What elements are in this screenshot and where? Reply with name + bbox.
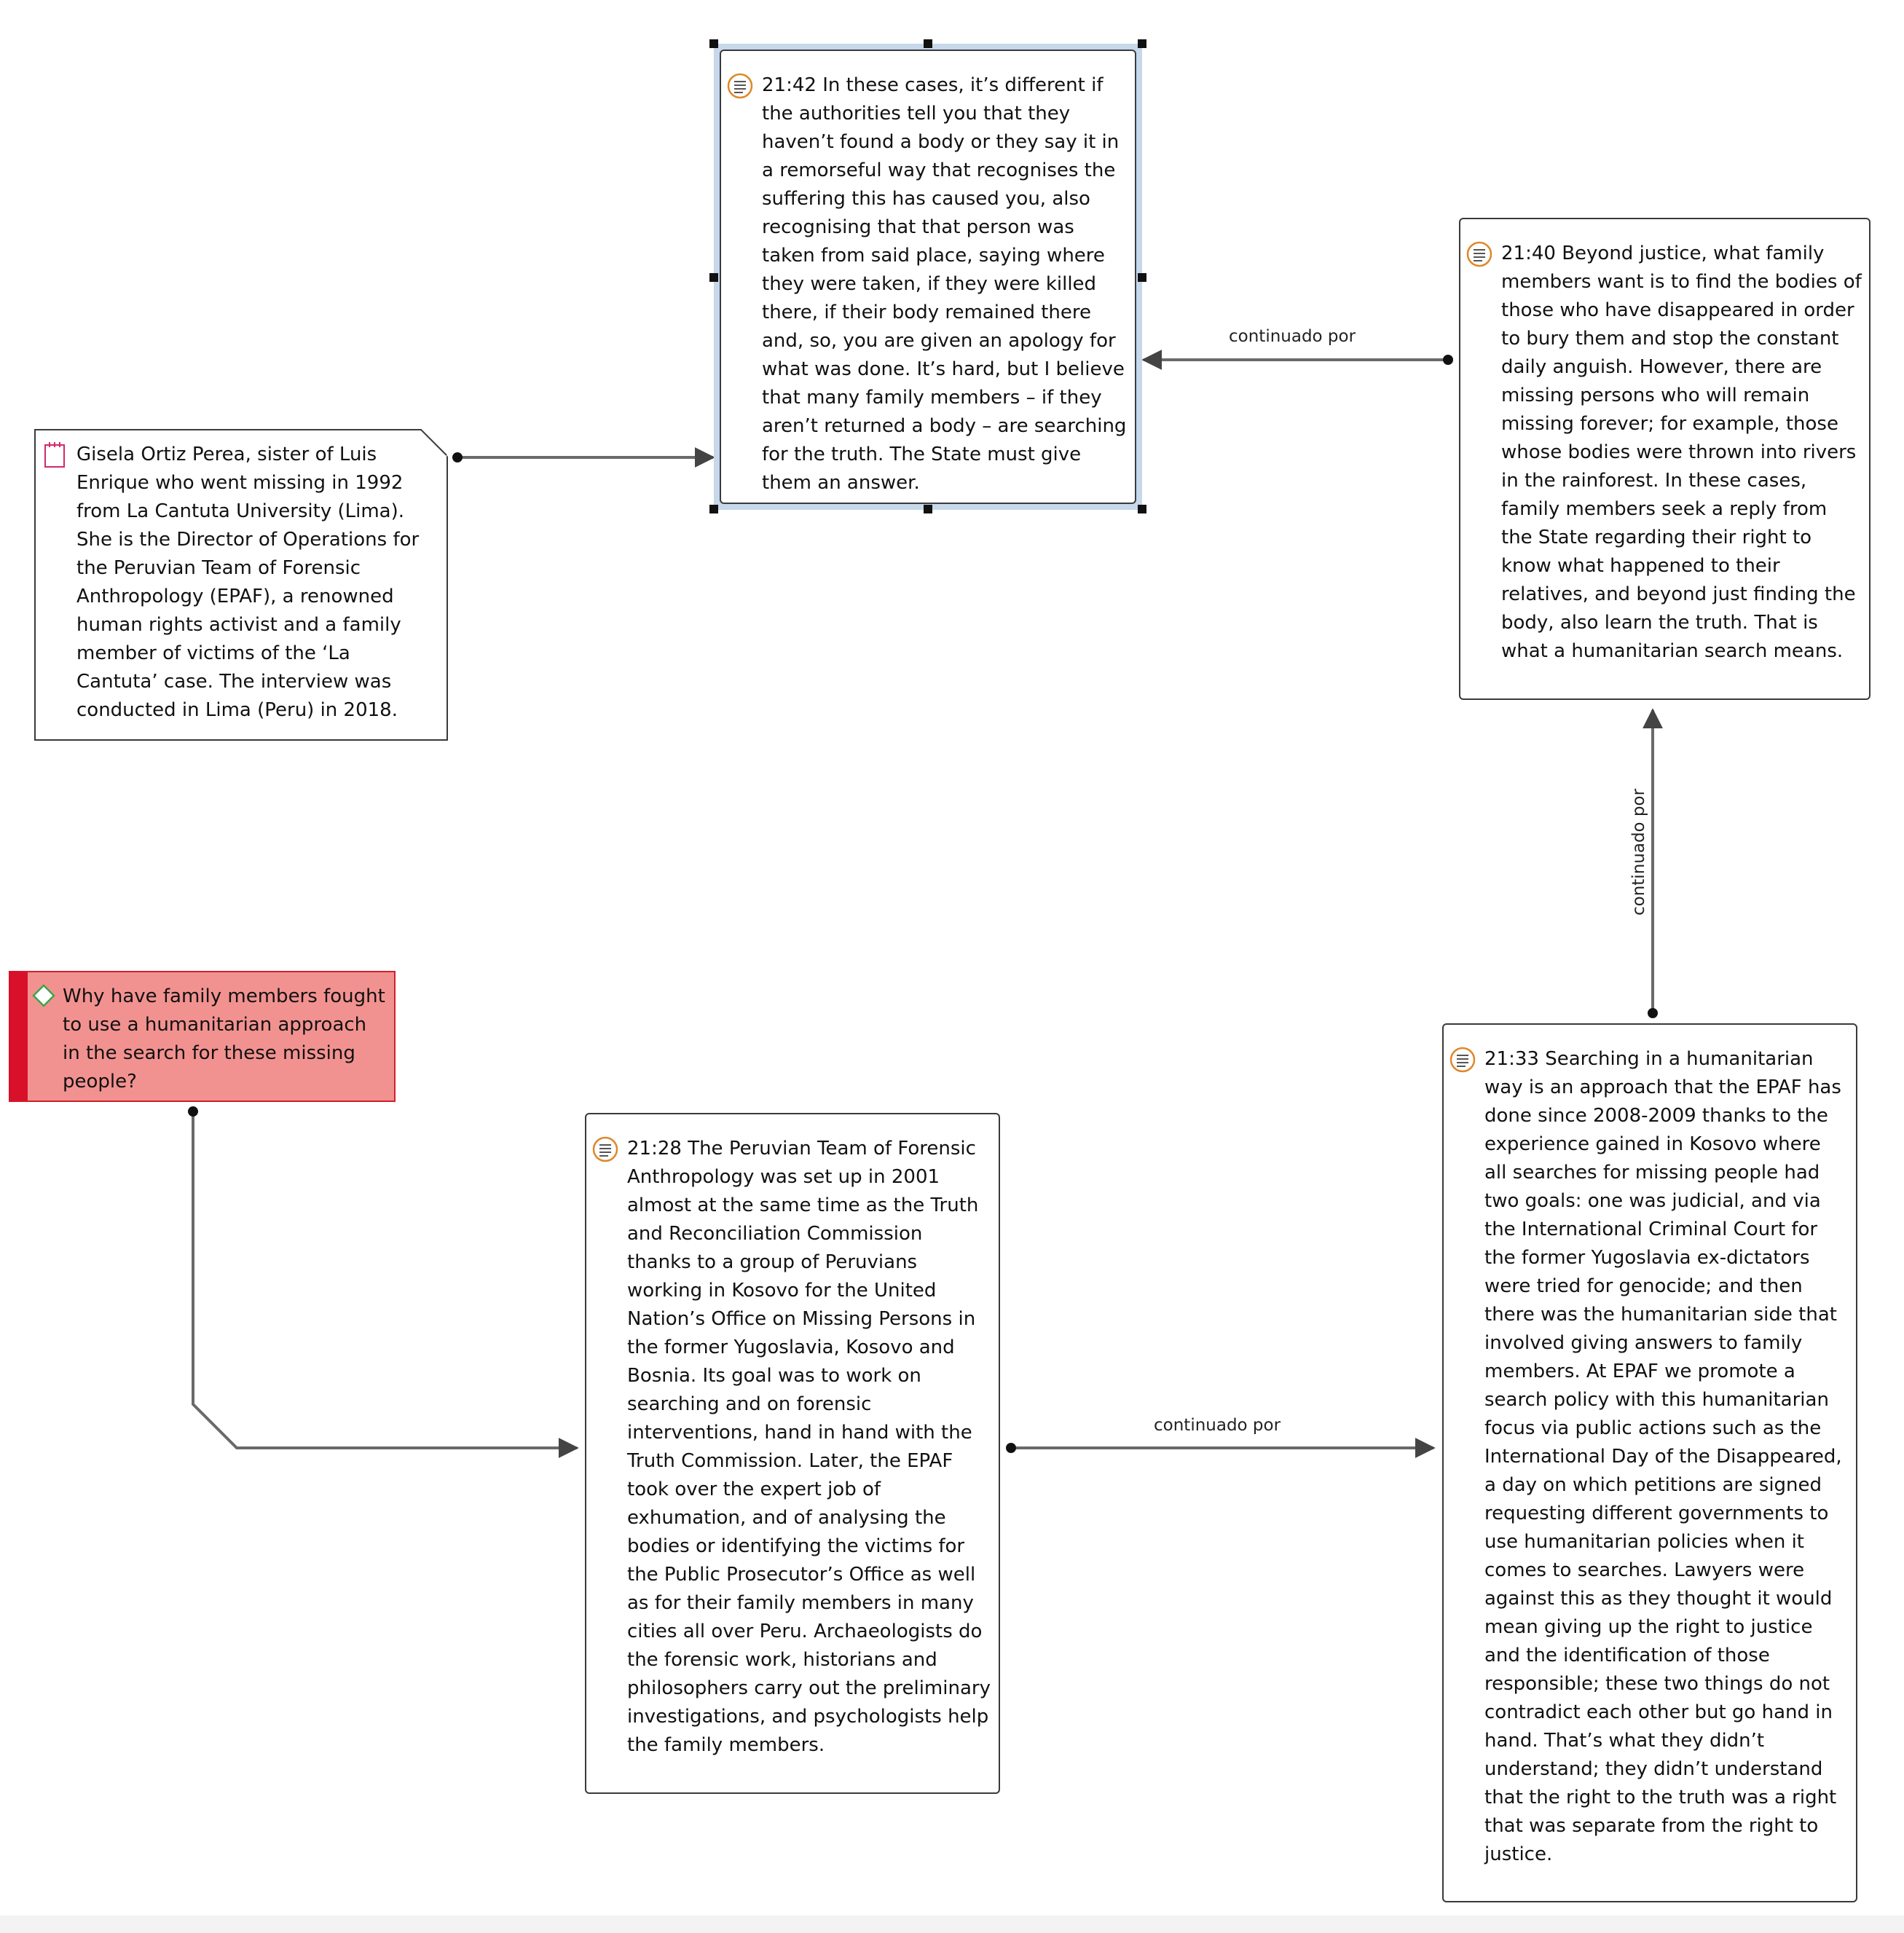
memo-node-gisela[interactable]: Gisela Ortiz Perea, sister of Luis Enriq… <box>34 429 448 741</box>
link-code-to-quote-2128[interactable] <box>188 1106 579 1458</box>
quotation-icon <box>727 73 753 99</box>
code-text: Why have family members fought to use a … <box>63 985 385 1093</box>
resize-handle-se[interactable] <box>1138 505 1146 513</box>
quotation-text: 21:40 Beyond justice, what family member… <box>1501 243 1862 662</box>
resize-handle-w[interactable] <box>709 273 718 282</box>
link-quote-2128-to-quote-2133[interactable] <box>1006 1438 1436 1458</box>
link-label-2140-2142: continuado por <box>1229 327 1356 346</box>
link-memo-to-quote-2142[interactable] <box>452 447 715 468</box>
quotation-icon <box>592 1136 618 1162</box>
quotation-node-21-42[interactable]: 21:42 In these cases, it’s different if … <box>720 50 1136 504</box>
quotation-node-21-33[interactable]: 21:33 Searching in a humanitarian way is… <box>1442 1023 1857 1902</box>
resize-handle-s[interactable] <box>924 505 932 513</box>
quotation-icon <box>1449 1047 1476 1073</box>
link-quote-2140-to-quote-2142[interactable] <box>1141 350 1453 370</box>
link-quote-2133-to-quote-2140[interactable] <box>1643 708 1663 1018</box>
quotation-node-21-40[interactable]: 21:40 Beyond justice, what family member… <box>1459 218 1870 700</box>
memo-corner-fold <box>420 429 448 457</box>
code-node-question[interactable]: Why have family members fought to use a … <box>9 971 396 1102</box>
quotation-text: 21:28 The Peruvian Team of Forensic Anth… <box>627 1138 991 1756</box>
memo-icon <box>44 442 65 468</box>
resize-handle-n[interactable] <box>924 39 932 48</box>
quotation-icon <box>1466 241 1492 267</box>
quotation-text: 21:42 In these cases, it’s different if … <box>762 74 1127 494</box>
memo-text: Gisela Ortiz Perea, sister of Luis Enriq… <box>76 444 420 721</box>
resize-handle-ne[interactable] <box>1138 39 1146 48</box>
quotation-text: 21:33 Searching in a humanitarian way is… <box>1484 1048 1842 1865</box>
link-label-2128-2133: continuado por <box>1154 1416 1281 1435</box>
resize-handle-nw[interactable] <box>709 39 718 48</box>
code-diamond-icon <box>32 984 55 1007</box>
resize-handle-e[interactable] <box>1138 273 1146 282</box>
canvas-bottom-edge <box>0 1916 1904 1933</box>
quotation-node-21-28[interactable]: 21:28 The Peruvian Team of Forensic Anth… <box>585 1113 1000 1794</box>
link-label-2133-2140: continuado por <box>1629 788 1648 916</box>
resize-handle-sw[interactable] <box>709 505 718 513</box>
